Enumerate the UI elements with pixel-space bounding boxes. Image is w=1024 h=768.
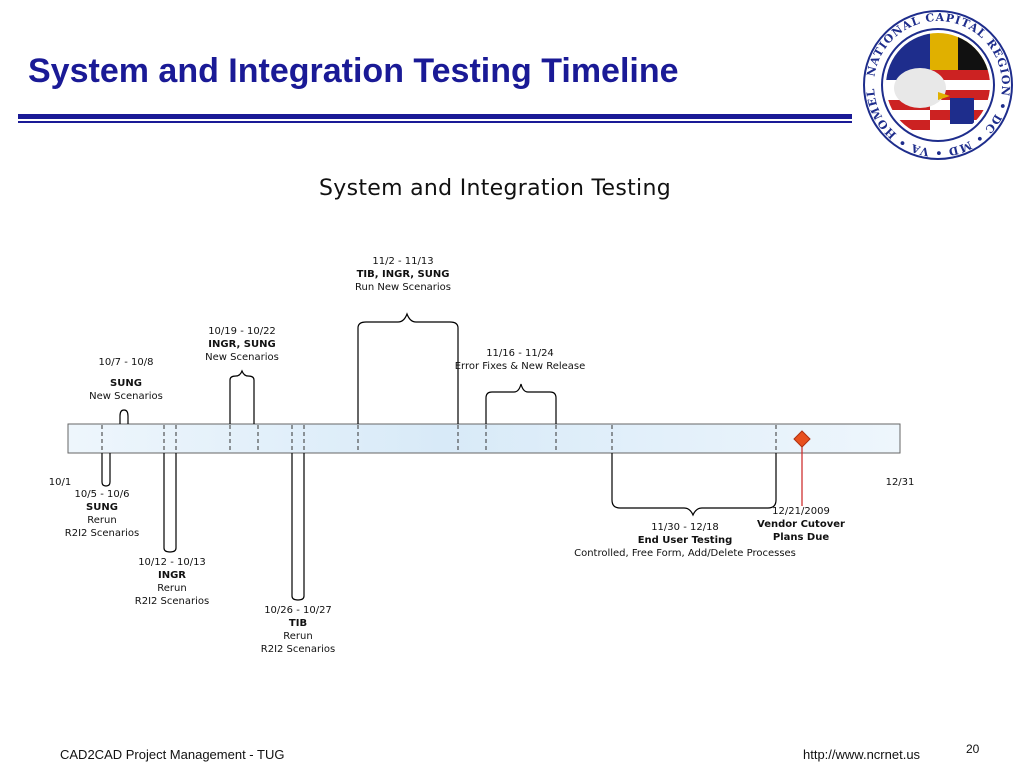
milestone-diamond	[793, 430, 811, 448]
bracket-ingr-sung-new-scenarios	[229, 369, 255, 424]
event-label-11-30: 11/30 - 12/18 End User Testing Controlle…	[574, 522, 796, 559]
bracket-end-user-testing	[611, 453, 777, 517]
event-label-10-7-detail: SUNG New Scenarios	[89, 378, 163, 402]
event-label-11-2: 11/2 - 11/13 TIB, INGR, SUNG Run New Sce…	[354, 256, 452, 293]
bracket-run-new-scenarios	[357, 312, 459, 424]
seal-logo: NATIONAL CAPITAL REGION • DC • MD • VA •…	[858, 10, 1013, 160]
event-label-10-26: 10/26 - 10/27 TIB Rerun R2I2 Scenarios	[260, 605, 336, 655]
bracket-sung-rerun	[101, 453, 111, 487]
title-underline-thick	[18, 114, 852, 119]
timeline-start-label: 10/1	[48, 477, 72, 488]
page-number: 20	[966, 742, 980, 756]
event-label-10-7: 10/7 - 10/8	[98, 357, 154, 368]
event-label-10-12: 10/12 - 10/13 INGR Rerun R2I2 Scenarios	[134, 557, 210, 607]
timeline-end-label: 12/31	[885, 477, 915, 488]
bracket-error-fixes	[485, 383, 557, 424]
event-label-10-5: 10/5 - 10/6 SUNG Rerun R2I2 Scenarios	[64, 489, 140, 539]
event-label-10-19: 10/19 - 10/22 INGR, SUNG New Scenarios	[205, 326, 279, 363]
event-label-11-16: 11/16 - 11/24 Error Fixes & New Release	[454, 348, 586, 372]
milestone-label: 12/21/2009 Vendor Cutover Plans Due	[757, 506, 845, 543]
diagram-title: System and Integration Testing	[319, 176, 671, 201]
footer-right: http://www.ncrnet.us	[803, 747, 921, 762]
footer-left: CAD2CAD Project Management - TUG	[60, 747, 285, 762]
timeline-bar	[67, 423, 901, 454]
bracket-ingr-rerun	[163, 453, 177, 553]
bracket-tib-rerun	[291, 453, 305, 601]
bracket-sung-new-scenarios	[119, 409, 129, 424]
title-underline-thin	[18, 121, 852, 123]
slide-title: System and Integration Testing Timeline	[28, 52, 679, 90]
timeline-markers	[101, 425, 777, 452]
